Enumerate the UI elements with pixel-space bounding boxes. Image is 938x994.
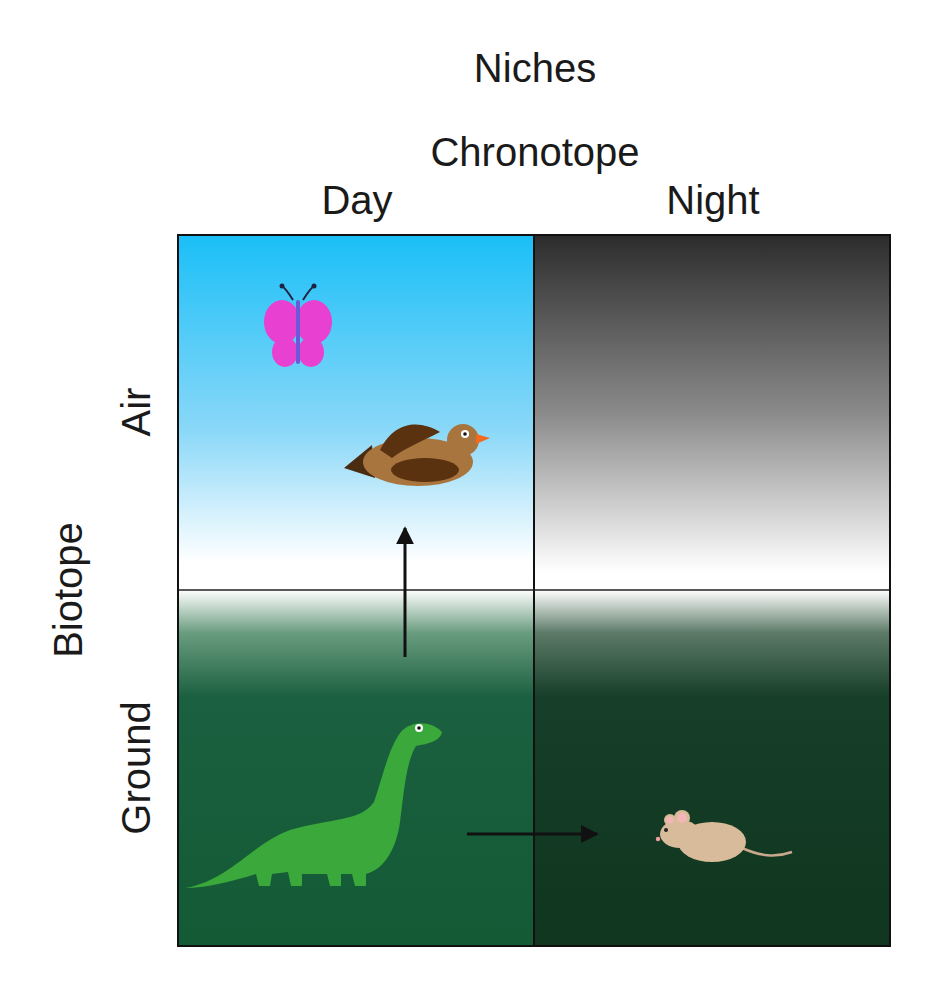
mouse-icon (656, 810, 792, 862)
day-ground-quadrant (178, 590, 534, 946)
row-heading: Air (116, 388, 156, 437)
dinosaur-icon (185, 723, 442, 888)
axis-title: Chronotope (430, 132, 639, 172)
night-ground-quadrant (534, 590, 890, 946)
grid-border (178, 235, 890, 946)
bird-icon (344, 424, 490, 486)
butterfly-icon (264, 284, 332, 368)
column-heading: Day (321, 180, 392, 220)
evolution-arrow (404, 528, 407, 657)
night-air-quadrant (534, 235, 890, 590)
evolution-arrow (467, 833, 597, 836)
row-heading: Ground (116, 701, 156, 834)
day-air-quadrant (178, 235, 534, 590)
column-heading: Night (666, 180, 759, 220)
axis-title: Biotope (48, 522, 88, 658)
diagram-title: Niches (474, 48, 596, 88)
grid-divider (178, 589, 890, 591)
